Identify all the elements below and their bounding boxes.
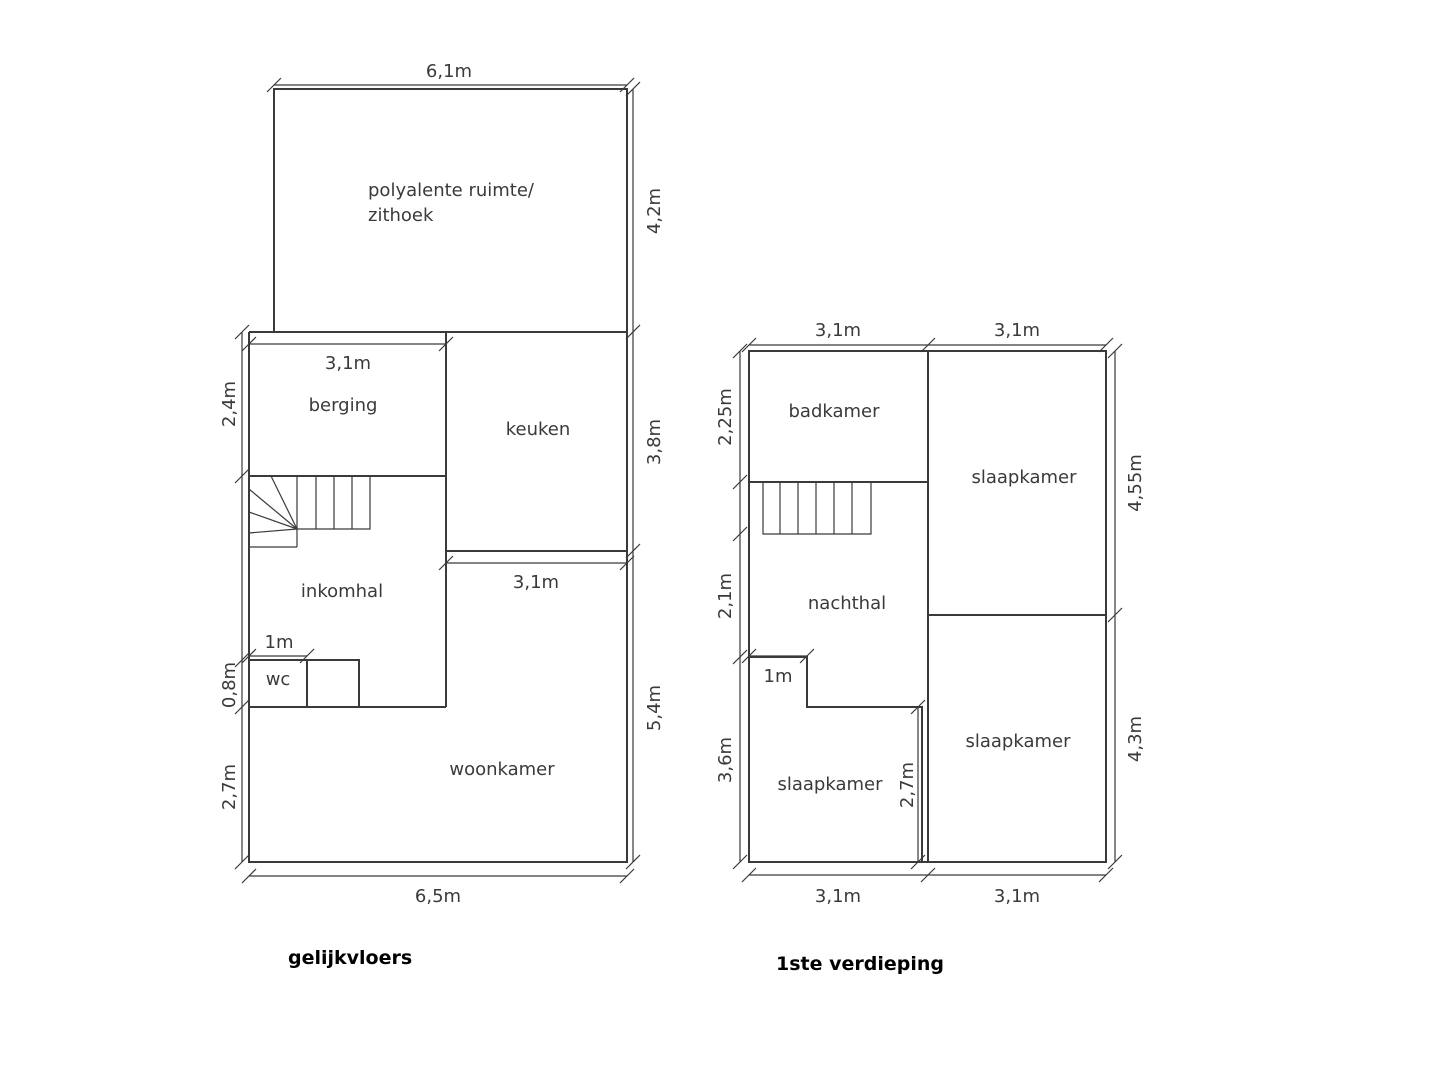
room-label-polyvalent-2: zithoek bbox=[368, 205, 434, 226]
dim-woonkamer-width: 3,1m bbox=[513, 572, 559, 593]
room-label-slaapkamer-top: slaapkamer bbox=[971, 467, 1077, 488]
ground-staircase bbox=[248, 475, 371, 548]
dim-right-middle: 3,8m bbox=[644, 419, 665, 465]
room-label-inkomhal: inkomhal bbox=[301, 581, 383, 602]
room-label-wc: wc bbox=[266, 669, 291, 690]
first-floor-staircase bbox=[762, 482, 872, 535]
dim-first-bottom-left: 3,1m bbox=[815, 886, 861, 907]
ground-floor-title: gelijkvloers bbox=[288, 947, 412, 969]
dim-wc-width: 1m bbox=[265, 632, 294, 653]
wall-wc bbox=[249, 659, 360, 707]
room-label-berging: berging bbox=[309, 395, 378, 416]
dim-first-left-upper: 2,25m bbox=[715, 388, 736, 446]
dim-left-wc: 0,8m bbox=[219, 662, 240, 708]
dim-right-lower: 5,4m bbox=[644, 685, 665, 731]
dim-left-berging: 2,4m bbox=[219, 381, 240, 427]
room-label-woonkamer: woonkamer bbox=[449, 759, 555, 780]
dim-bottom-width: 6,5m bbox=[415, 886, 461, 907]
dim-first-top-right: 3,1m bbox=[994, 320, 1040, 341]
first-floor-plan: 3,1m 3,1m 2,25m 4,55m 2,1m 1m 3,6m 2,7m … bbox=[715, 320, 1146, 975]
dim-first-inner: 2,7m bbox=[897, 762, 918, 808]
dim-first-top-left: 3,1m bbox=[815, 320, 861, 341]
dim-left-lower: 2,7m bbox=[219, 764, 240, 810]
dim-first-step-width: 1m bbox=[764, 666, 793, 687]
first-floor-title: 1ste verdieping bbox=[776, 953, 944, 975]
dim-first-right-upper: 4,55m bbox=[1125, 454, 1146, 512]
dim-first-right-lower: 4,3m bbox=[1125, 716, 1146, 762]
room-label-polyvalent-1: polyalente ruimte/ bbox=[368, 180, 535, 201]
wall-slaapkamer-left bbox=[749, 656, 923, 862]
dim-berging-width: 3,1m bbox=[325, 353, 371, 374]
room-label-slaapkamer-left: slaapkamer bbox=[777, 774, 883, 795]
room-label-nachthal: nachthal bbox=[808, 593, 886, 614]
room-label-slaapkamer-right: slaapkamer bbox=[965, 731, 1071, 752]
dim-right-upper: 4,2m bbox=[644, 188, 665, 234]
dim-first-bottom-right: 3,1m bbox=[994, 886, 1040, 907]
dim-top-width: 6,1m bbox=[426, 61, 472, 82]
room-label-badkamer: badkamer bbox=[788, 401, 880, 422]
dim-first-left-lower: 3,6m bbox=[715, 737, 736, 783]
dim-first-left-middle: 2,1m bbox=[715, 573, 736, 619]
ground-floor-plan: 6,1m 4,2m 3,1m 2,4m 3,8m 3,1m 1m 0,8m 5,… bbox=[219, 61, 665, 969]
room-label-keuken: keuken bbox=[506, 419, 571, 440]
wall-main-outline bbox=[248, 331, 628, 863]
